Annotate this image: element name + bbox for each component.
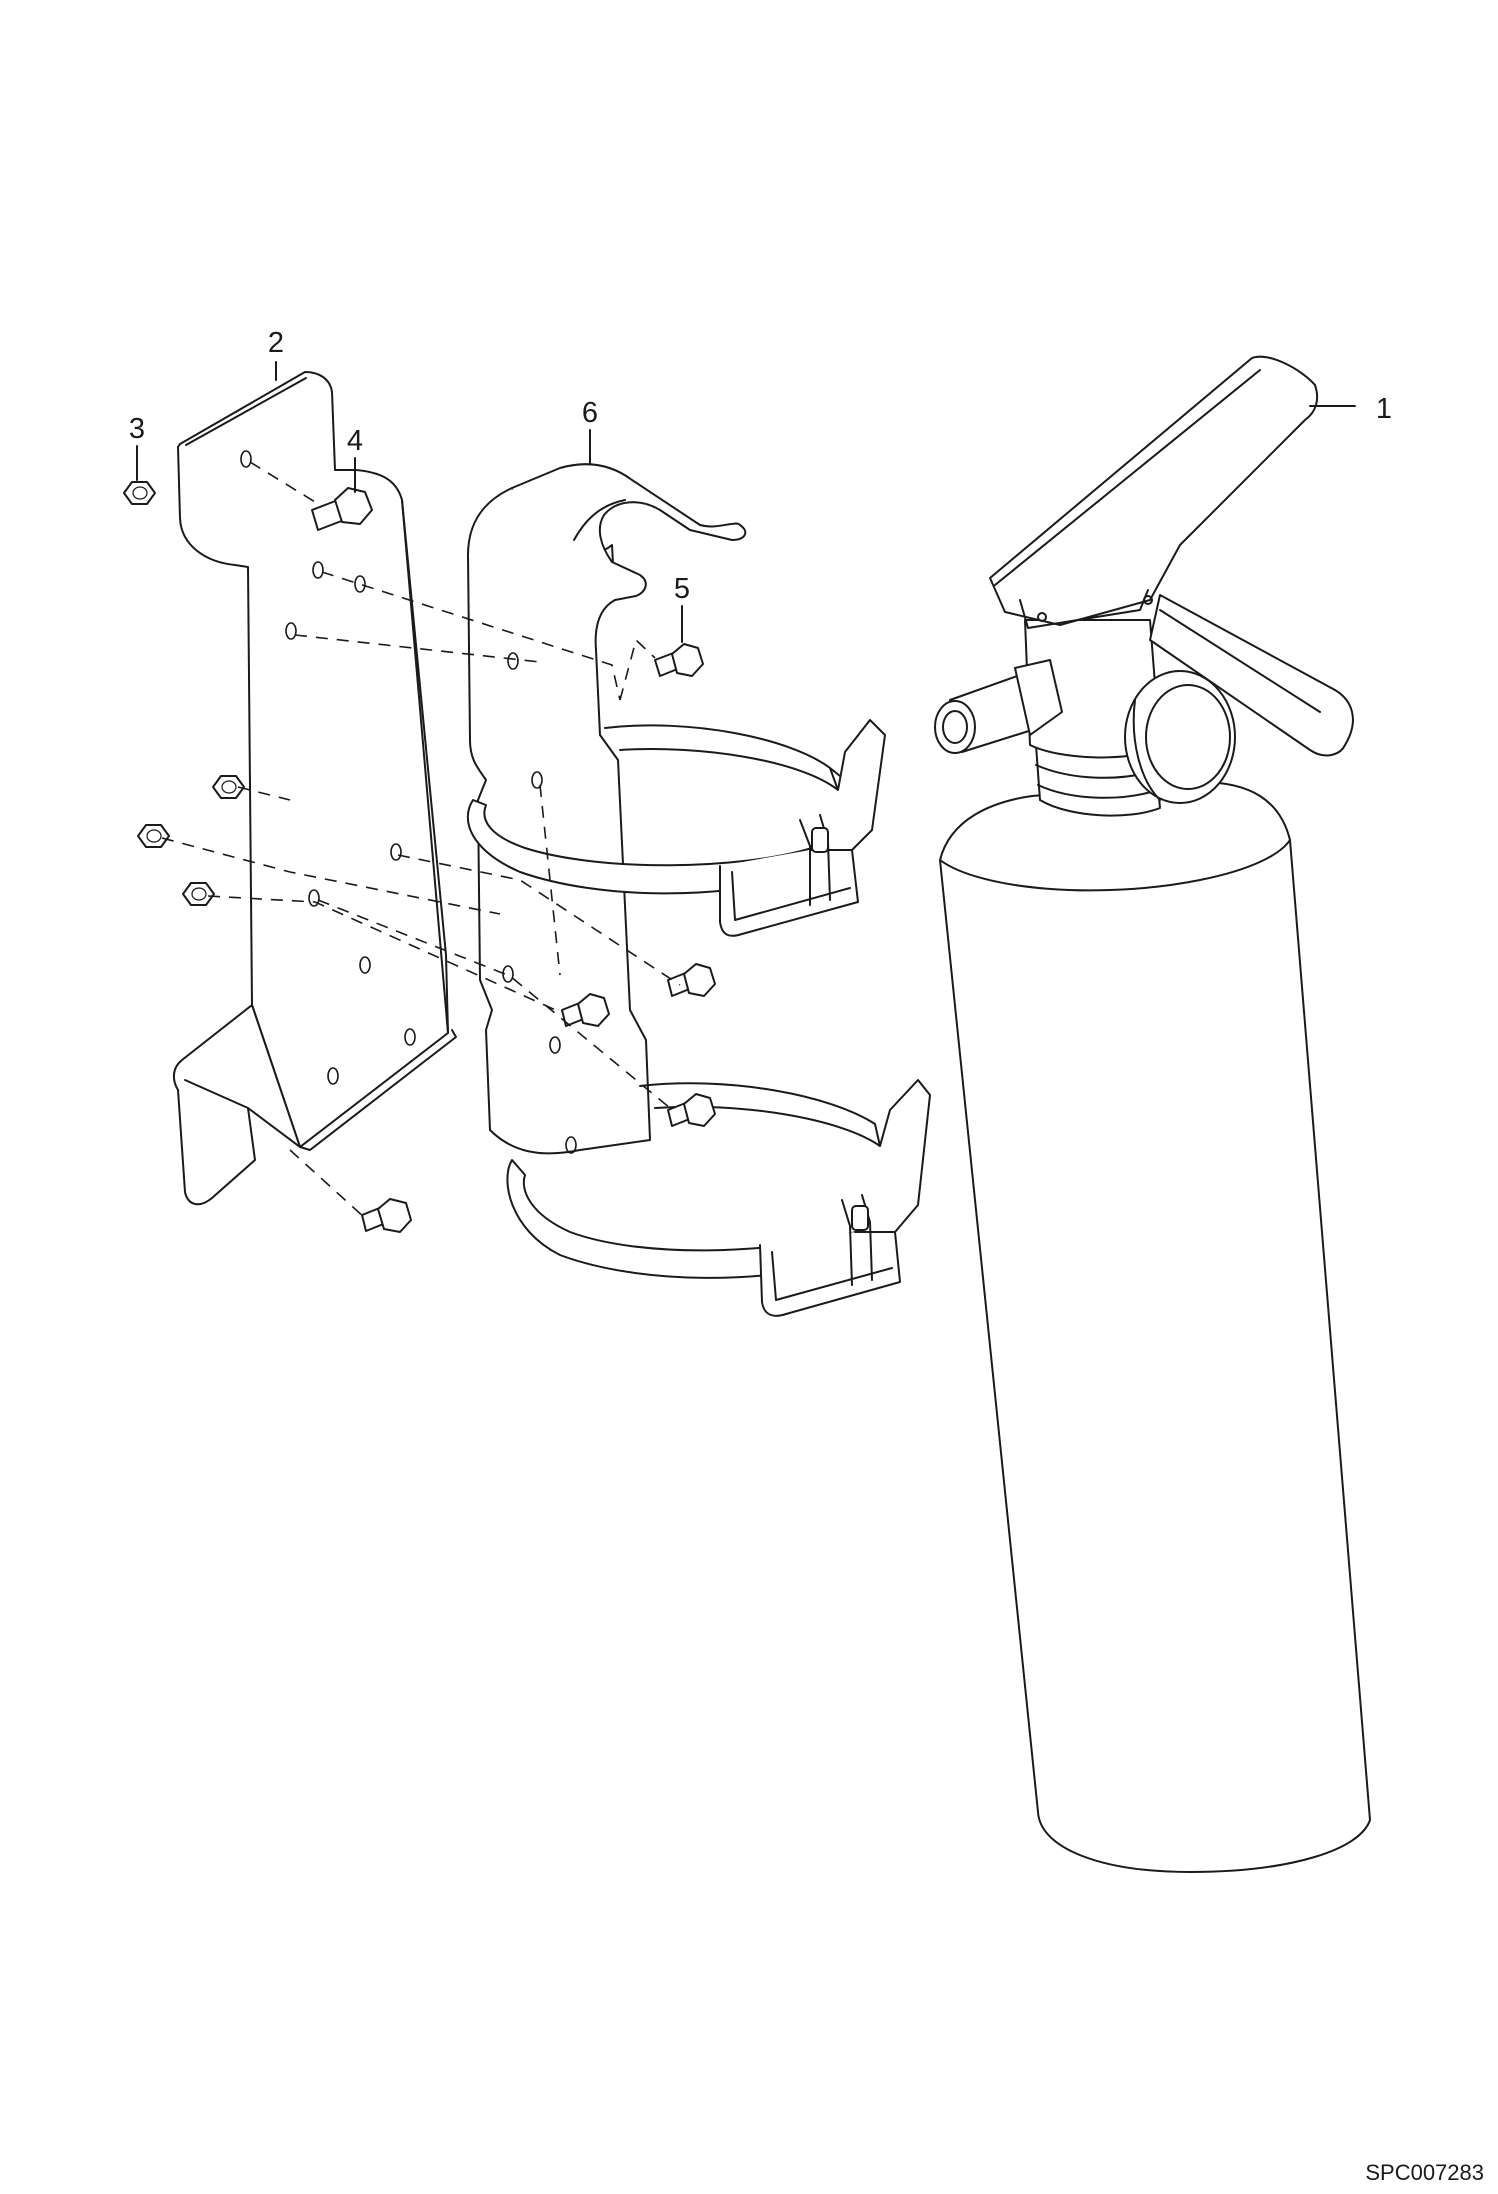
- nut-top: [123, 481, 156, 505]
- extinguisher-holder: [466, 463, 931, 1317]
- upper-latch: [719, 849, 859, 937]
- nut-mid: [212, 775, 245, 799]
- bracket-screw-bottom: [361, 1198, 412, 1233]
- bracket-screw-top: [311, 487, 373, 531]
- wall-bracket-plate: [177, 371, 449, 1148]
- fire-extinguisher: [934, 355, 1371, 1873]
- assembly-lines: [161, 461, 681, 1219]
- callout-1: 1: [1376, 393, 1392, 425]
- holder-screw-mid-1: [667, 963, 716, 997]
- callout-labels: 1 2 3 4 5 6: [129, 327, 1392, 605]
- holder-screw-mid-2: [561, 993, 610, 1027]
- figure-code: SPC007283: [1365, 2160, 1484, 2185]
- pressure-gauge: [1124, 670, 1236, 804]
- holder-screw-low: [667, 1093, 716, 1127]
- nut-low-1: [137, 824, 170, 848]
- callout-5: 5: [674, 573, 690, 605]
- lower-latch: [759, 1231, 901, 1317]
- extinguisher-lever: [989, 355, 1319, 626]
- callout-6: 6: [582, 397, 598, 429]
- holder-screw-top: [654, 643, 704, 677]
- callout-4: 4: [347, 425, 363, 457]
- wall-bracket-foot: [172, 1004, 301, 1206]
- callout-3: 3: [129, 413, 145, 445]
- screws: [311, 487, 716, 1233]
- callout-2: 2: [268, 327, 284, 359]
- nuts: [123, 481, 245, 906]
- wall-bracket: [172, 371, 457, 1206]
- holder-hook: [511, 463, 747, 601]
- leader-lines: [136, 361, 1356, 643]
- nut-low-2: [182, 882, 215, 906]
- extinguisher-cylinder: [939, 781, 1371, 1873]
